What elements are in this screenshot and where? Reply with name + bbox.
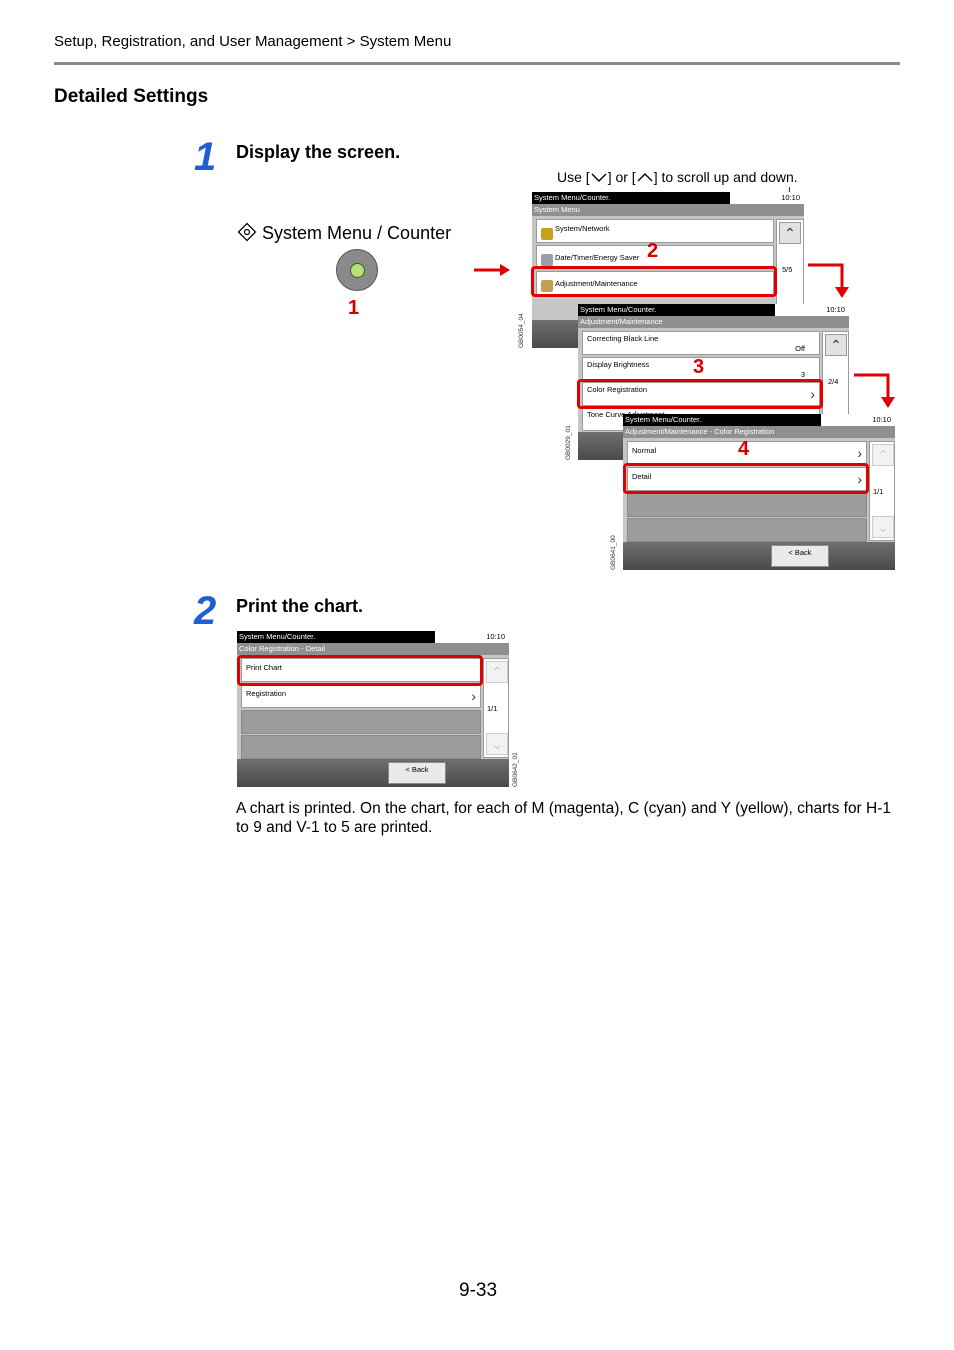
step-2-description: A chart is printed. On the chart, for ea… [236,800,892,836]
menu-item-label: Print Chart [246,663,282,672]
menu-item-label: Correcting Black Line [587,334,659,343]
menu-item-black-line[interactable]: Correcting Black Line Off [582,331,820,355]
screen-title: System Menu/Counter. [237,631,435,643]
screen-subtitle: Color Registration - Detail [237,643,509,655]
back-button[interactable]: < Back [771,545,829,567]
clock: 10:10 [821,414,895,426]
screen-footer [237,759,509,787]
page-indicator: 5/5 [782,265,793,274]
scrollbar[interactable]: ⌃ ⌄ [869,441,895,541]
led-indicator [350,263,365,278]
chevron-down-icon [590,170,608,184]
key-label-text: System Menu / Counter [262,223,452,243]
scroll-down-button[interactable]: ⌄ [872,516,894,538]
screen-title: System Menu/Counter. [532,192,730,204]
screen-color-registration: System Menu/Counter. 10:10 Adjustment/Ma… [623,414,895,570]
step-number-2: 2 [194,589,217,633]
scroll-down-button[interactable]: ⌄ [486,733,508,755]
screen-subtitle: Adjustment/Maintenance [578,316,849,328]
back-button[interactable]: < Back [388,762,446,784]
highlight-color-registration [577,379,823,409]
clock: 10:10 [435,631,509,643]
menu-item-system-network[interactable]: System/Network [536,219,774,243]
clock-icon [541,254,553,266]
system-menu-key[interactable] [336,249,378,291]
chevron-right-icon: › [810,386,815,402]
screen-title: System Menu/Counter. [578,304,775,316]
menu-item-label: Normal [632,446,657,455]
page-indicator: 1/1 [487,704,498,713]
network-icon [541,228,553,240]
menu-item-label: Color Registration [587,385,648,394]
chevron-right-icon: › [857,445,862,461]
screen-subtitle: Adjustment/Maintenance - Color Registrat… [623,426,895,438]
step-number-1: 1 [194,135,217,179]
menu-item-label: Date/Timer/Energy Saver [555,253,640,262]
section-title: Detailed Settings [54,86,209,107]
wrench-icon [541,280,553,292]
highlight-adjustment [531,266,777,297]
menu-item-color-registration[interactable]: Color Registration › [582,382,820,406]
callout-3: 3 [693,356,705,378]
menu-item-value: 3 [800,370,805,379]
scrollbar[interactable]: ⌃ ⌄ [483,658,509,758]
arrow-down-icon-2 [854,373,895,408]
hint-prefix: Use [ [557,169,590,185]
menu-item-normal[interactable]: Normal › [627,441,867,465]
breadcrumb: Setup, Registration, and User Management… [54,33,452,50]
menu-item-label: Display Brightness [587,360,650,369]
callout-1: 1 [348,297,360,319]
page-number: 9-33 [459,1280,498,1301]
scroll-up-button[interactable]: ⌃ [872,444,894,466]
empty-row [627,493,867,517]
highlight-print-chart [237,655,483,686]
menu-item-adjustment[interactable]: Adjustment/Maintenance [536,271,774,295]
empty-row [241,735,481,759]
scroll-up-button[interactable]: ⌃ [825,334,847,356]
figure-code: GB0641_00 [610,535,617,570]
system-menu-key-label: System Menu / Counter [237,222,451,244]
menu-item-value: Off [795,344,805,353]
menu-item-label: Registration [246,689,287,698]
chevron-right-icon: › [471,688,476,704]
empty-row [241,710,481,734]
system-menu-icon [237,222,257,242]
scroll-hint: Use [ ] or [ ] to scroll up and down. [557,169,798,185]
step-2-title: Print the chart. [236,596,364,616]
page-indicator: 2/4 [828,377,839,386]
menu-item-label: Adjustment/Maintenance [555,279,638,288]
menu-item-label: System/Network [555,224,610,233]
callout-2: 2 [647,240,659,262]
hint-middle: ] or [ [607,169,636,185]
chevron-up-icon [636,170,654,184]
header-divider [54,62,900,65]
clock: 10:10 [775,304,849,316]
scroll-up-button[interactable]: ⌃ [779,222,801,244]
screen-footer [623,542,895,570]
menu-item-registration[interactable]: Registration › [241,684,481,708]
figure-code: GB0029_01 [565,425,572,460]
arrow-down-icon [808,263,849,298]
hint-suffix: ] to scroll up and down. [653,169,798,185]
screen-title: System Menu/Counter. [623,414,821,426]
clock: 10:10 [730,192,804,204]
scroll-up-button[interactable]: ⌃ [486,661,508,683]
figure-code: GB0054_04 [518,313,525,348]
callout-4: 4 [738,438,750,460]
menu-item-detail[interactable]: Detail › [627,467,867,491]
chevron-right-icon: › [857,471,862,487]
menu-item-label: Detail [632,472,652,481]
highlight-detail [623,463,869,494]
step-1-title: Display the screen. [236,142,401,162]
arrow-right-icon [474,264,510,276]
page-indicator: 1/1 [873,487,884,496]
empty-row [627,518,867,542]
figure-code: GB0642_01 [512,752,519,787]
screen-subtitle: System Menu [532,204,804,216]
